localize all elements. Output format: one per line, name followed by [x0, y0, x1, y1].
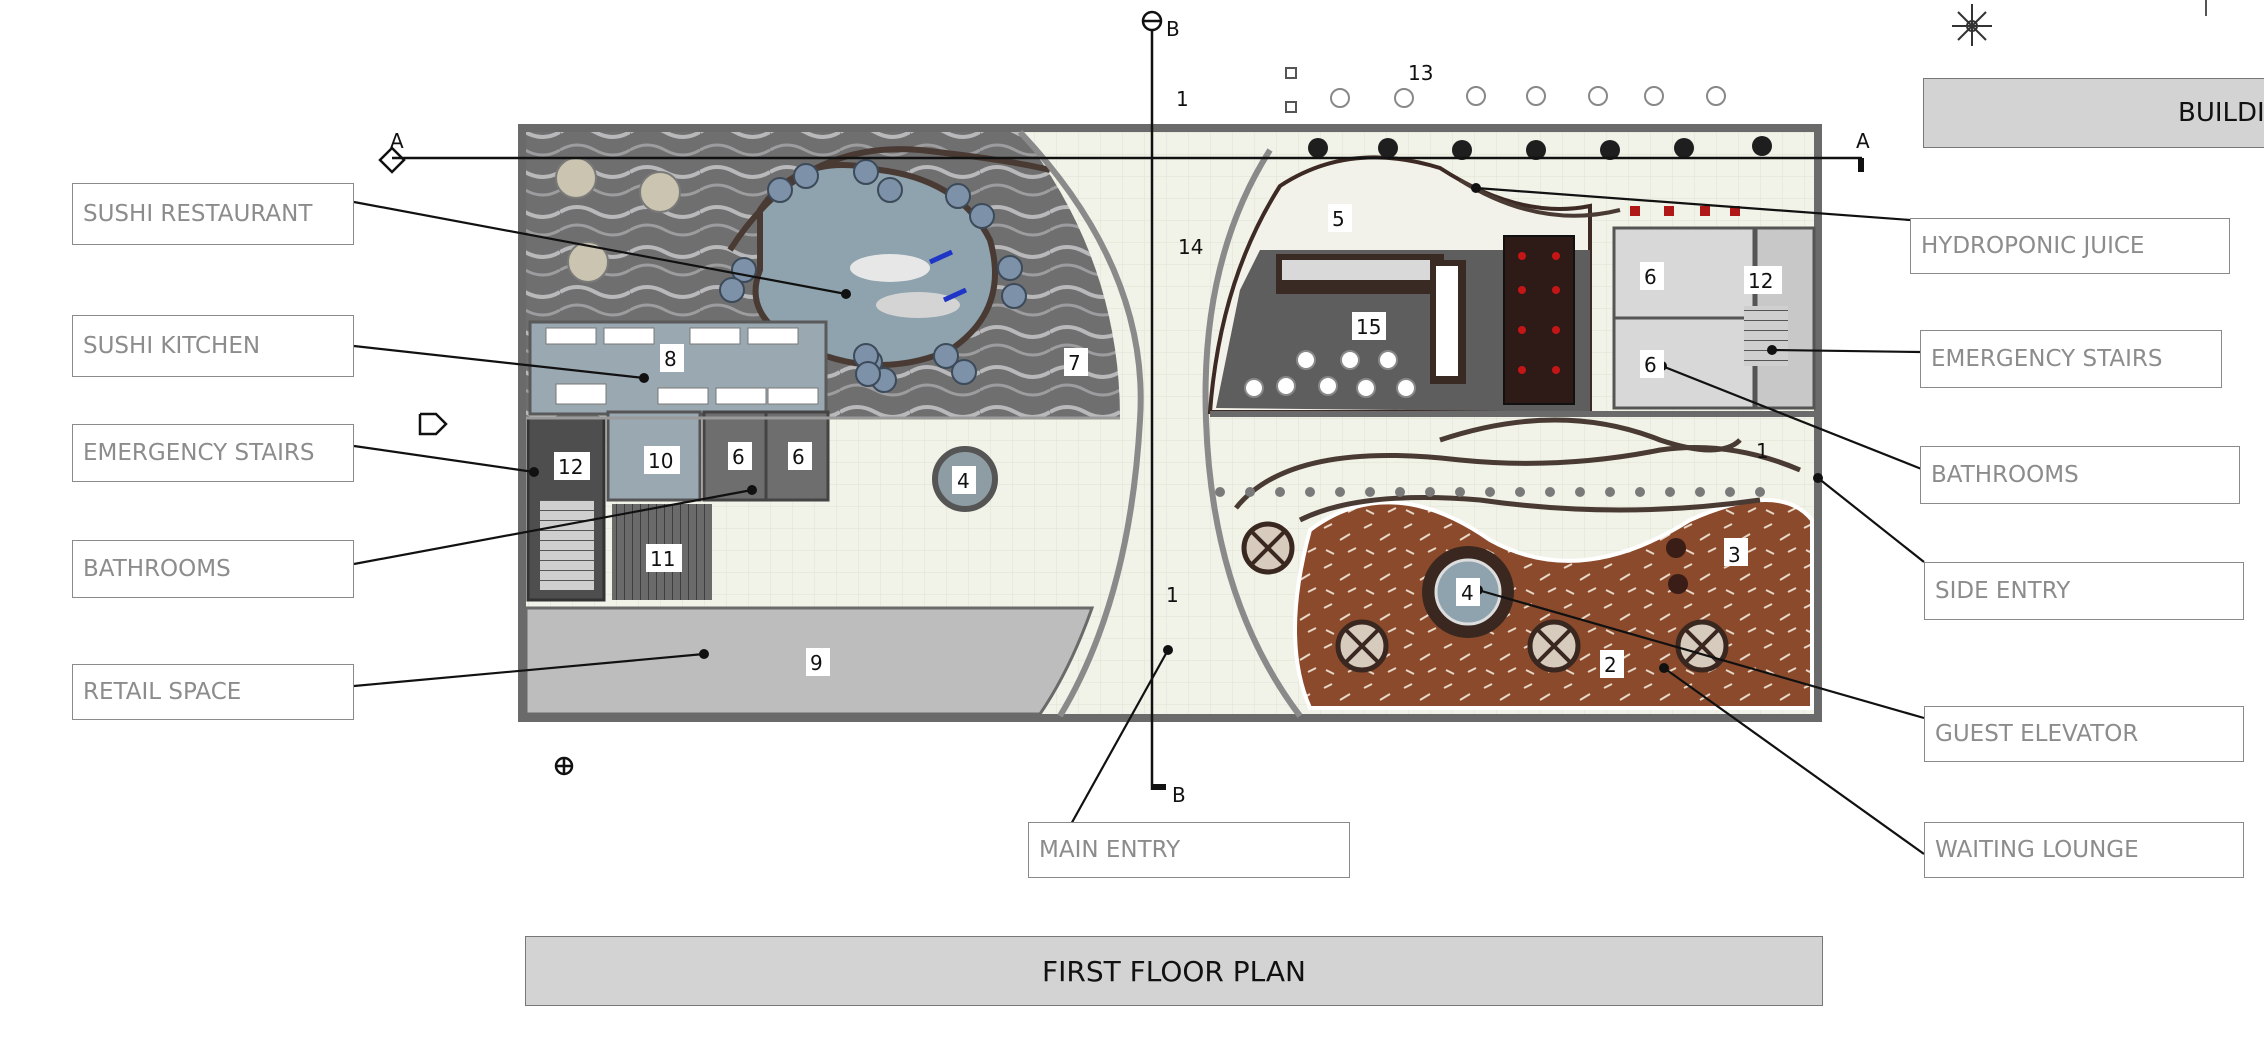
callout-emergency-stairs-east: EMERGENCY STAIRS: [1920, 330, 2222, 388]
room-number-15: 15: [1356, 315, 1381, 339]
room-number-1-atrium: 1: [1166, 583, 1179, 607]
room-number-7: 7: [1068, 351, 1081, 375]
room-number-6-a: 6: [732, 445, 745, 469]
callout-retail-space: RETAIL SPACE: [72, 664, 354, 720]
room-number-10: 10: [648, 449, 673, 473]
north-arrow-icon: [1952, 4, 1992, 46]
callout-waiting-lounge: WAITING LOUNGE: [1924, 822, 2244, 878]
room-number-11: 11: [650, 547, 675, 571]
callout-hydroponic-juice: HYDROPONIC JUICE: [1910, 218, 2230, 274]
room-number-9: 9: [810, 651, 823, 675]
callout-main-entry: MAIN ENTRY: [1028, 822, 1350, 878]
room-number-2: 2: [1604, 653, 1617, 677]
callout-emergency-stairs-west: EMERGENCY STAIRS: [72, 424, 354, 482]
room-number-5: 5: [1332, 207, 1345, 231]
callout-guest-elevator: GUEST ELEVATOR: [1924, 706, 2244, 762]
callout-leaders: [353, 186, 1925, 855]
section-a-right-label: A: [1856, 129, 1870, 153]
drawing-title: FIRST FLOOR PLAN: [525, 936, 1823, 1006]
section-marker-icon: [554, 756, 574, 776]
callout-bathrooms-east: BATHROOMS: [1920, 446, 2240, 504]
callout-sushi-restaurant: SUSHI RESTAURANT: [72, 183, 354, 245]
room-number-6-d: 6: [1644, 353, 1657, 377]
bathroom-east-a: [1612, 226, 1756, 320]
room-number-6-c: 6: [1644, 265, 1657, 289]
room-number-1-east: 1: [1756, 439, 1769, 463]
room-number-3: 3: [1728, 543, 1741, 567]
sheet-header-partial: BUILDI: [1923, 78, 2264, 148]
room-number-12-east: 12: [1748, 269, 1773, 293]
room-number-14: 14: [1178, 235, 1203, 259]
room-number-13: 13: [1408, 61, 1433, 85]
room-number-12-west: 12: [558, 455, 583, 479]
callout-bathrooms-west: BATHROOMS: [72, 540, 354, 598]
section-a-left-label: A: [390, 129, 404, 153]
callout-side-entry: SIDE ENTRY: [1924, 562, 2244, 620]
section-b-bottom-label: B: [1172, 783, 1186, 807]
callout-sushi-kitchen: SUSHI KITCHEN: [72, 315, 354, 377]
section-b-top-label: B: [1166, 17, 1180, 41]
door-tag-icon: [418, 412, 448, 436]
room-10: [606, 410, 702, 502]
room-number-6-b: 6: [792, 445, 805, 469]
room-number-8: 8: [664, 347, 677, 371]
room-number-1-north: 1: [1176, 87, 1189, 111]
room-number-4-west: 4: [957, 469, 970, 493]
room-number-4-east: 4: [1461, 581, 1474, 605]
